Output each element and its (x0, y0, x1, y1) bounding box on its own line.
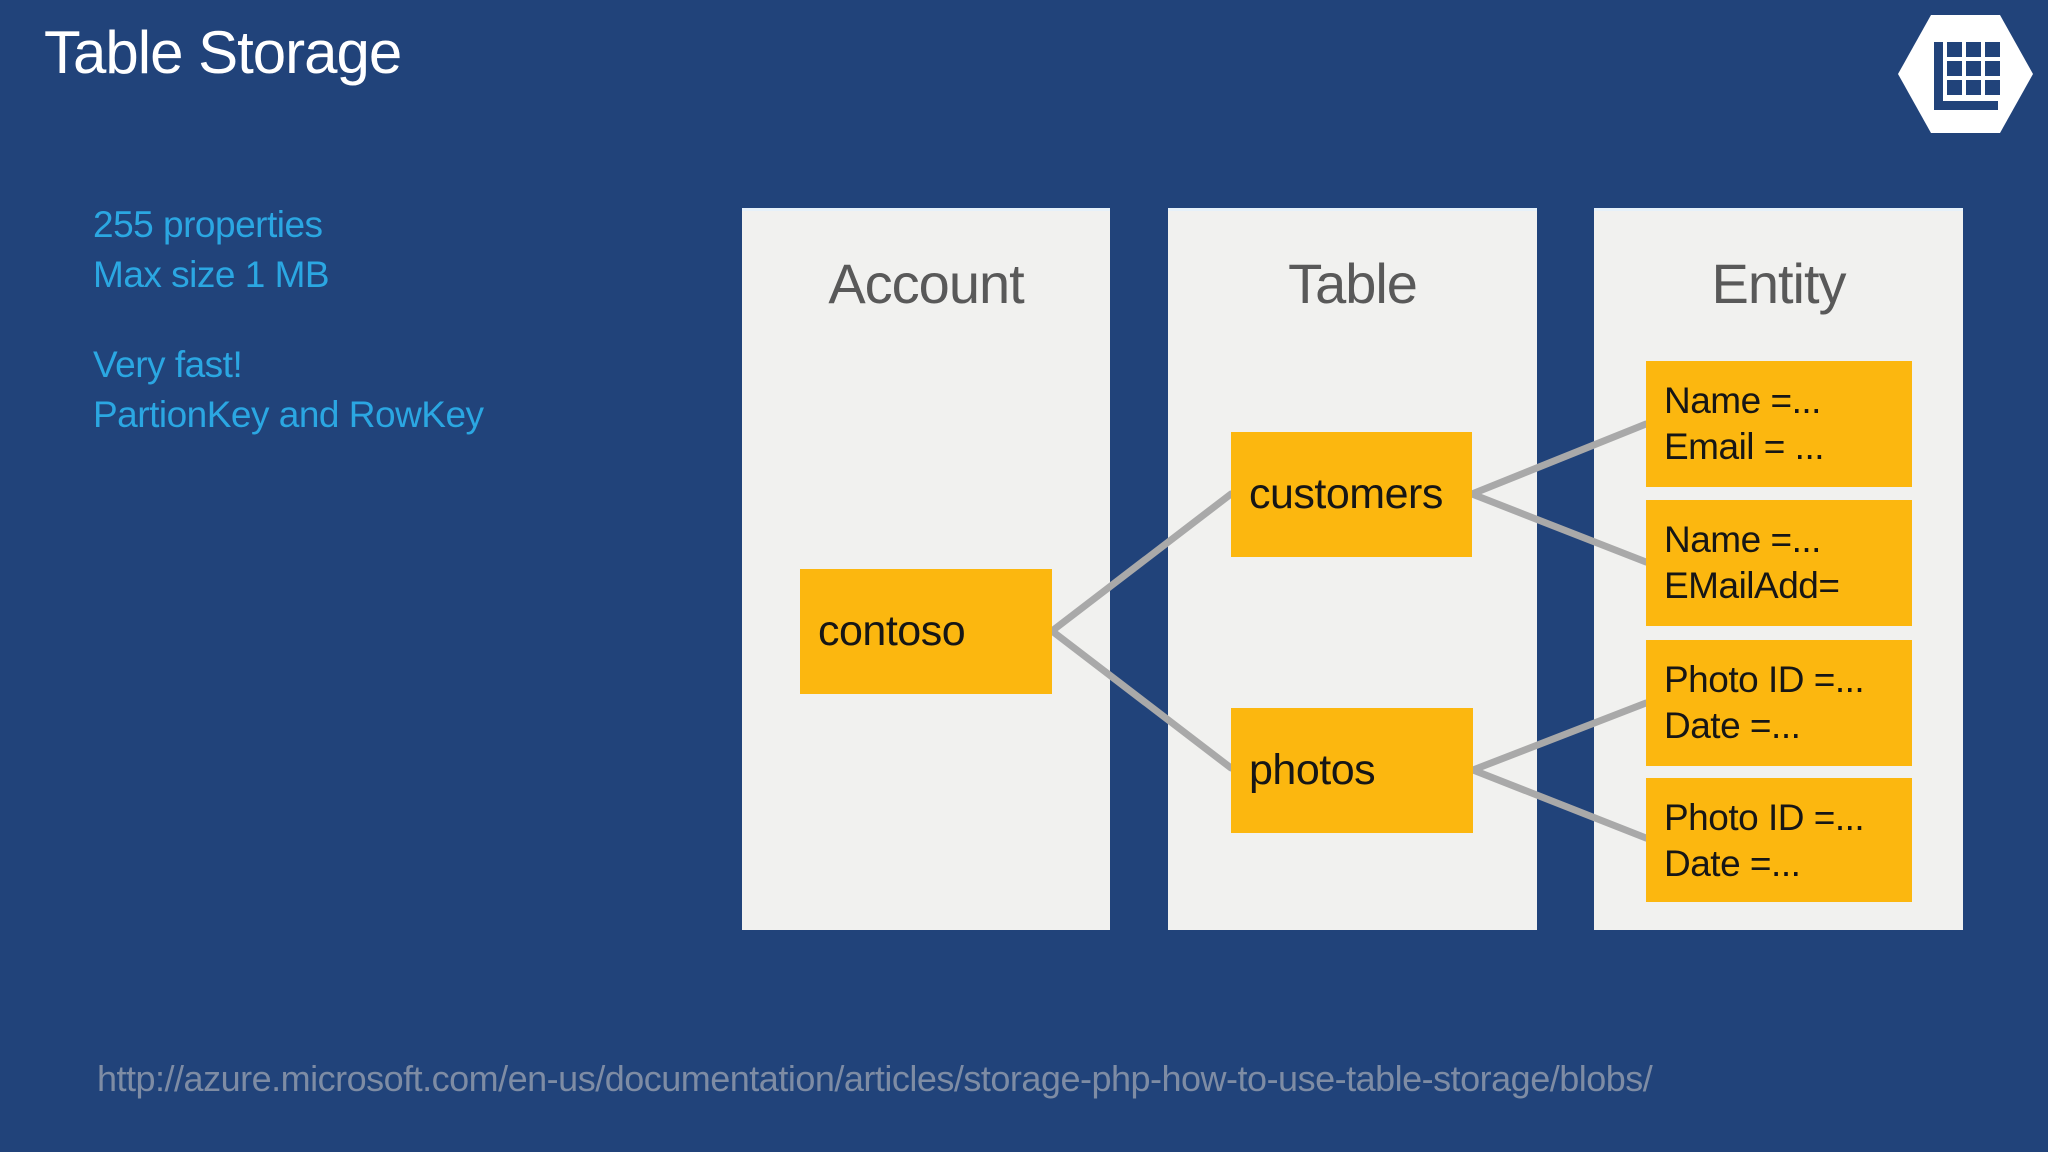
node-contoso: contoso (800, 569, 1052, 694)
table-grid-glyph (1934, 42, 2000, 110)
node-customers-label: customers (1249, 470, 1443, 518)
note-very-fast: Very fast! (93, 344, 243, 385)
node-contoso-label: contoso (818, 607, 966, 655)
hexagon-shape (1898, 15, 2033, 133)
node-entity-name-email: Name =... Email = ... (1646, 361, 1912, 487)
column-table-title: Table (1288, 252, 1418, 315)
node-entity-name-emailadd: Name =... EMailAdd= (1646, 500, 1912, 626)
entity1-line2: Email = ... (1664, 426, 1825, 467)
entity4-line1: Photo ID =... (1664, 797, 1865, 838)
node-entity-photoid-date-1: Photo ID =... Date =... (1646, 640, 1912, 766)
page-title: Table Storage (44, 19, 402, 86)
note-max-size: Max size 1 MB (93, 254, 330, 295)
column-account-title: Account (828, 252, 1024, 315)
table-storage-hexagon-icon (1898, 15, 2033, 133)
node-photos-label: photos (1249, 746, 1376, 794)
footer-url: http://azure.microsoft.com/en-us/documen… (97, 1058, 1653, 1099)
notes-paragraph-limits: 255 properties Max size 1 MB (93, 200, 484, 300)
node-customers: customers (1231, 432, 1472, 557)
notes-block: 255 properties Max size 1 MB Very fast! … (93, 200, 484, 480)
entity2-line1: Name =... (1664, 519, 1821, 560)
note-properties: 255 properties (93, 204, 323, 245)
entity3-line2: Date =... (1664, 705, 1801, 746)
entity2-line2: EMailAdd= (1664, 565, 1840, 606)
entity4-line2: Date =... (1664, 843, 1801, 884)
column-entity-title: Entity (1711, 252, 1846, 315)
node-photos: photos (1231, 708, 1473, 833)
entity3-line1: Photo ID =... (1664, 659, 1865, 700)
notes-paragraph-speed: Very fast! PartionKey and RowKey (93, 340, 484, 440)
entity1-line1: Name =... (1664, 380, 1821, 421)
note-keys: PartionKey and RowKey (93, 394, 484, 435)
node-entity-photoid-date-2: Photo ID =... Date =... (1646, 778, 1912, 902)
